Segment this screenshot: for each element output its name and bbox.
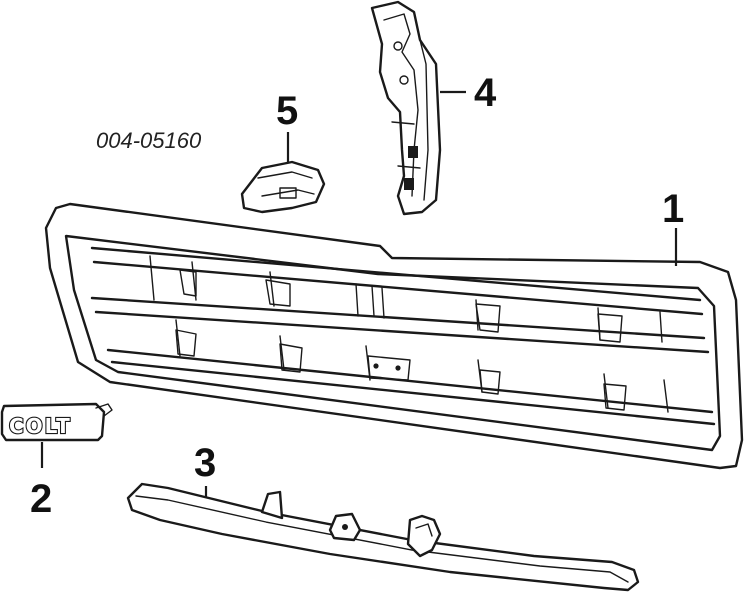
- part-1-grille: [44, 202, 744, 470]
- emblem-text: COLT: [9, 414, 72, 438]
- callout-1: 1: [662, 187, 684, 231]
- part-3-molding: [126, 482, 640, 592]
- callout-5: 5: [276, 89, 298, 133]
- callout-4: 4: [474, 71, 497, 115]
- part-4-bracket: [370, 0, 442, 216]
- part-2-emblem: COLT: [0, 402, 113, 442]
- callout-2: 2: [30, 477, 52, 521]
- part-5-clip: [240, 160, 326, 214]
- callout-3: 3: [194, 441, 216, 485]
- catalog-code: 004-05160: [96, 128, 202, 153]
